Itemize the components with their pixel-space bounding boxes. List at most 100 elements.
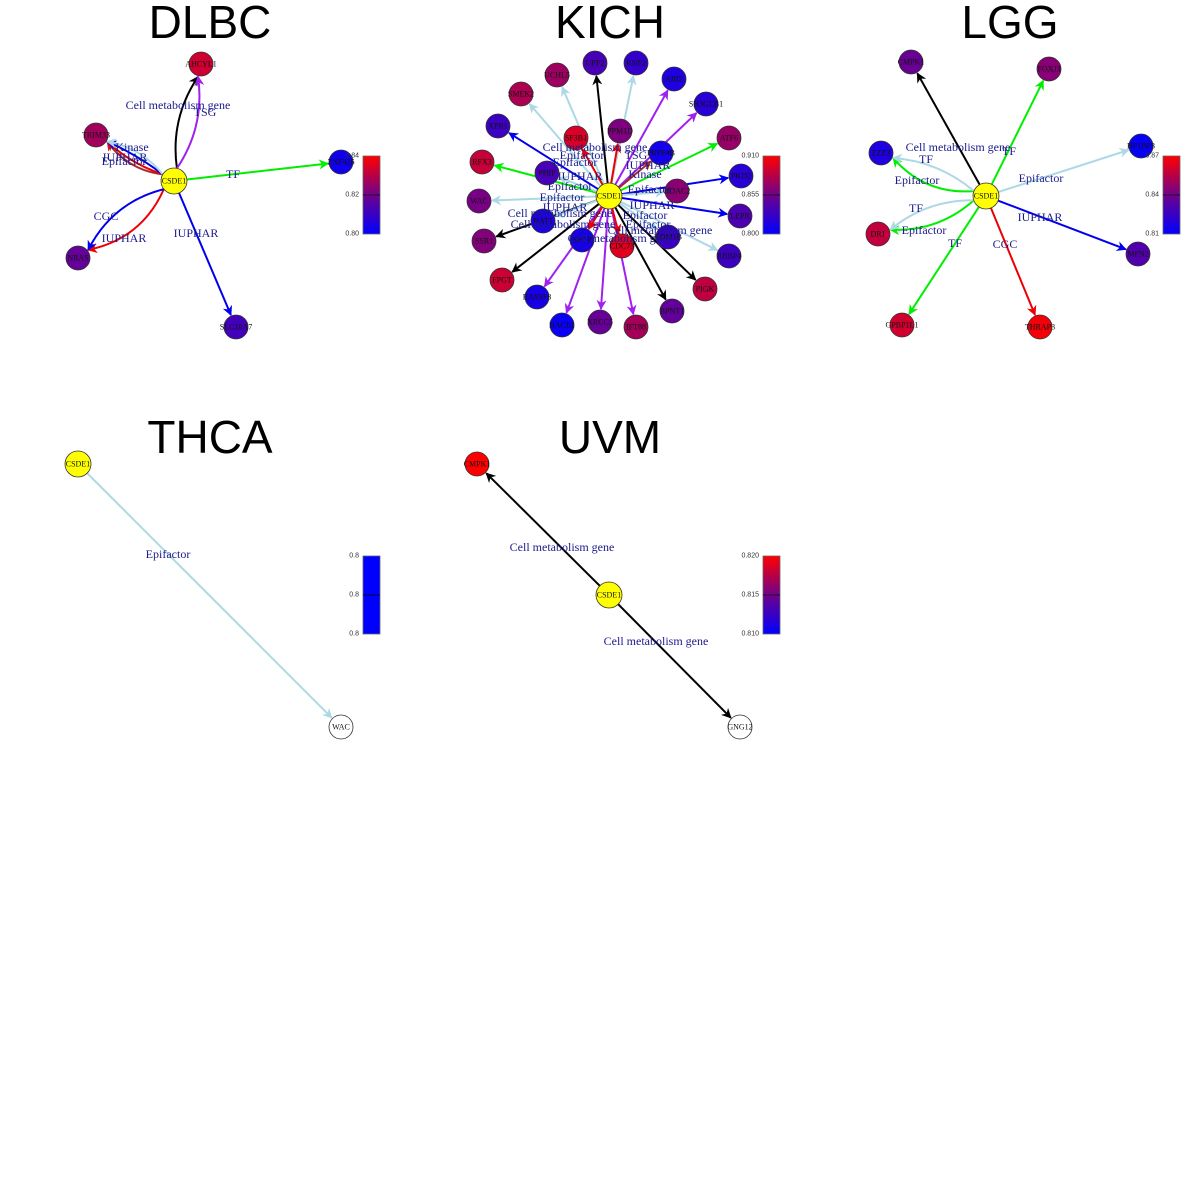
edge-tsg xyxy=(176,75,205,169)
node: UPF2 xyxy=(582,50,608,76)
node-circle xyxy=(659,298,685,324)
edge-label: CGC xyxy=(94,209,119,223)
hub-node: CSDE1 xyxy=(595,182,623,210)
edge-label: IUPHAR xyxy=(630,198,675,212)
edge-label: Cell metabolism gene xyxy=(568,231,673,245)
node-circle xyxy=(1036,56,1062,82)
edge-label: TF xyxy=(909,201,923,215)
node: PPM1D xyxy=(607,118,633,144)
node-circle xyxy=(1125,241,1151,267)
edge-label: Cell metabolism gene xyxy=(508,206,613,220)
node-circle xyxy=(664,178,690,204)
colorbar-tick: 0.820 xyxy=(741,553,759,560)
node: FOXJ3 xyxy=(1036,56,1062,82)
node: GNG12 xyxy=(727,714,753,740)
hub-label: CSDE1 xyxy=(66,460,90,469)
colorbar: 0.80.80.8 xyxy=(349,553,381,638)
edge-label: Cell metabolism gene xyxy=(543,140,648,154)
edge-label: IUPHAR xyxy=(102,231,147,245)
node-label: WAC xyxy=(470,197,488,206)
hub-circle xyxy=(160,167,188,195)
edge-epifactor xyxy=(889,199,974,231)
node: PRPF4B xyxy=(647,140,675,166)
edge-label: Cell metabolism gene xyxy=(604,634,709,648)
edge-cgc xyxy=(87,188,165,253)
edge-epifactor xyxy=(528,103,602,187)
edge-epifactor xyxy=(554,199,598,218)
edge-tf xyxy=(908,206,980,315)
node-circle xyxy=(716,243,742,269)
colorbar-tick: 0.855 xyxy=(741,192,759,199)
hub-label: CSDE1 xyxy=(597,192,621,201)
edge-label: TF xyxy=(919,152,933,166)
edges xyxy=(485,472,732,719)
edge-label: Epifactor xyxy=(623,208,668,222)
hub-circle xyxy=(972,182,1000,210)
node-label: HP1BP3 xyxy=(1127,142,1155,151)
edge-epifactor xyxy=(619,202,659,231)
edge-label: TSG xyxy=(194,105,217,119)
node-label: PKD2 xyxy=(731,172,751,181)
edge-epifactor xyxy=(998,147,1130,193)
edge-label: Kinase xyxy=(115,140,148,154)
node-circle xyxy=(587,309,613,335)
edge-cell-metabolism-gene xyxy=(614,206,667,301)
node-circle xyxy=(898,49,924,75)
edge-iuphar xyxy=(997,199,1127,251)
node-circle xyxy=(524,284,550,310)
hub-label: CSDE1 xyxy=(162,177,186,186)
edge-epifactor xyxy=(621,187,666,198)
edge-tsg xyxy=(610,208,637,316)
node: SSR1 xyxy=(471,228,497,254)
edge-label: Epifactor xyxy=(1019,171,1064,185)
node: BPNT1 xyxy=(659,298,685,324)
node-label: SSR1 xyxy=(475,237,493,246)
colorbar-tick: 0.84 xyxy=(345,153,359,160)
node-circle xyxy=(188,51,214,77)
colorbar: 0.870.840.81 xyxy=(1145,153,1181,238)
edges xyxy=(889,72,1130,316)
hub-circle xyxy=(595,581,623,609)
node-label: IFT88 xyxy=(626,323,646,332)
hub-circle xyxy=(595,182,623,210)
node: ZZZ3 xyxy=(868,140,894,166)
edge-label: IUPHAR xyxy=(174,226,219,240)
node-label: GNG12 xyxy=(727,723,752,732)
panel-title: DLBC xyxy=(149,0,272,48)
edge-label: Cell metabolism gene xyxy=(608,223,713,237)
node: ABI2 xyxy=(661,66,687,92)
node: SLC10A7 xyxy=(220,314,252,340)
node-circle xyxy=(530,208,556,234)
node-label: ABI2 xyxy=(665,75,683,84)
edge-label: Epifactor xyxy=(895,173,940,187)
edge-label: Epifactor xyxy=(628,182,673,196)
node: NRAS xyxy=(65,245,91,271)
node-label: XPR1 xyxy=(488,122,508,131)
node-label: FOXJ3 xyxy=(1037,65,1060,74)
node: SPOP xyxy=(569,227,595,253)
panel-title: THCA xyxy=(147,411,273,463)
colorbar-tick: 0.815 xyxy=(741,592,759,599)
edge-tf xyxy=(186,159,330,181)
hub-node: CSDE1 xyxy=(160,167,188,195)
node: HACE1 xyxy=(549,312,575,338)
edge-label: Epifactor xyxy=(560,148,605,162)
edge-label: IUPHAR xyxy=(1018,210,1063,224)
panel-title: UVM xyxy=(559,411,661,463)
edge-cell-metabolism-gene xyxy=(485,472,601,587)
node-label: ZNF426 xyxy=(327,158,354,167)
node-label: TRIM33 xyxy=(82,131,110,140)
edges xyxy=(87,75,330,316)
panel-dlbc: DLBCAHCYL1TRIM33ZNF426NRASSLC10A7CSDE1Ce… xyxy=(65,0,381,340)
node-label: ATF6 xyxy=(720,134,738,143)
colorbar-tick: 0.810 xyxy=(741,631,759,638)
edge-cgc xyxy=(587,206,604,230)
node: FPGT xyxy=(489,267,515,293)
node-label: RASSF8 xyxy=(523,293,551,302)
node-label: RFX3 xyxy=(472,158,492,167)
node: HP1BP3 xyxy=(1127,133,1155,159)
